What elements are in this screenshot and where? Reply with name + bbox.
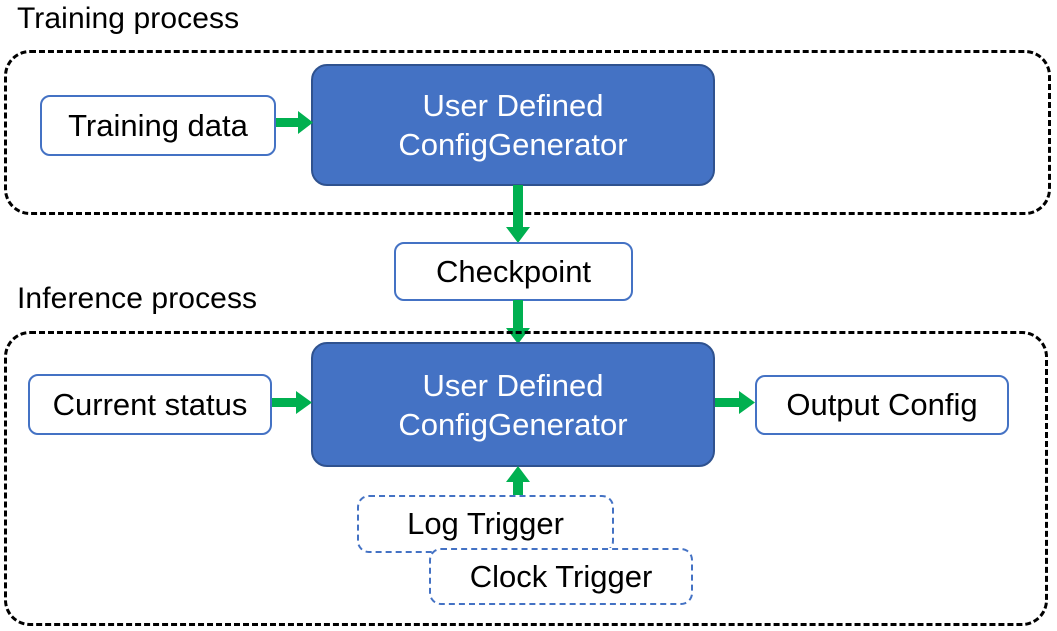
arrow-generator-to-checkpoint-icon xyxy=(503,185,533,245)
node-log-trigger[interactable]: Log Trigger xyxy=(357,495,614,553)
node-training-data[interactable]: Training data xyxy=(40,95,276,156)
node-clock-trigger[interactable]: Clock Trigger xyxy=(429,548,693,605)
arrow-generator-to-output-config-icon xyxy=(715,388,757,418)
node-checkpoint-label: Checkpoint xyxy=(435,253,592,289)
node-log-trigger-label: Log Trigger xyxy=(407,506,564,541)
node-training-data-label: Training data xyxy=(68,107,248,143)
node-inference-config-generator[interactable]: User Defined ConfigGenerator xyxy=(311,342,715,467)
node-training-config-generator-line1: User Defined xyxy=(422,88,604,123)
node-current-status[interactable]: Current status xyxy=(28,374,272,435)
inference-process-caption: Inference process xyxy=(17,282,258,315)
node-clock-trigger-label: Clock Trigger xyxy=(469,558,653,594)
node-training-config-generator-line2: ConfigGenerator xyxy=(398,127,628,162)
node-current-status-label: Current status xyxy=(52,386,248,422)
node-checkpoint[interactable]: Checkpoint xyxy=(394,242,633,301)
training-process-caption: Training process xyxy=(17,2,240,35)
training-process-group xyxy=(4,50,1051,215)
node-training-config-generator[interactable]: User Defined ConfigGenerator xyxy=(311,64,715,186)
node-output-config-label: Output Config xyxy=(786,387,978,422)
node-inference-config-generator-line1: User Defined xyxy=(422,367,604,403)
node-inference-config-generator-line2: ConfigGenerator xyxy=(398,406,628,442)
node-output-config[interactable]: Output Config xyxy=(755,375,1009,435)
arrow-training-data-to-generator-icon xyxy=(276,108,314,138)
arrow-triggers-to-generator-icon xyxy=(503,466,533,500)
arrow-current-status-to-generator-icon xyxy=(272,388,314,418)
inference-process-group xyxy=(4,331,1048,626)
